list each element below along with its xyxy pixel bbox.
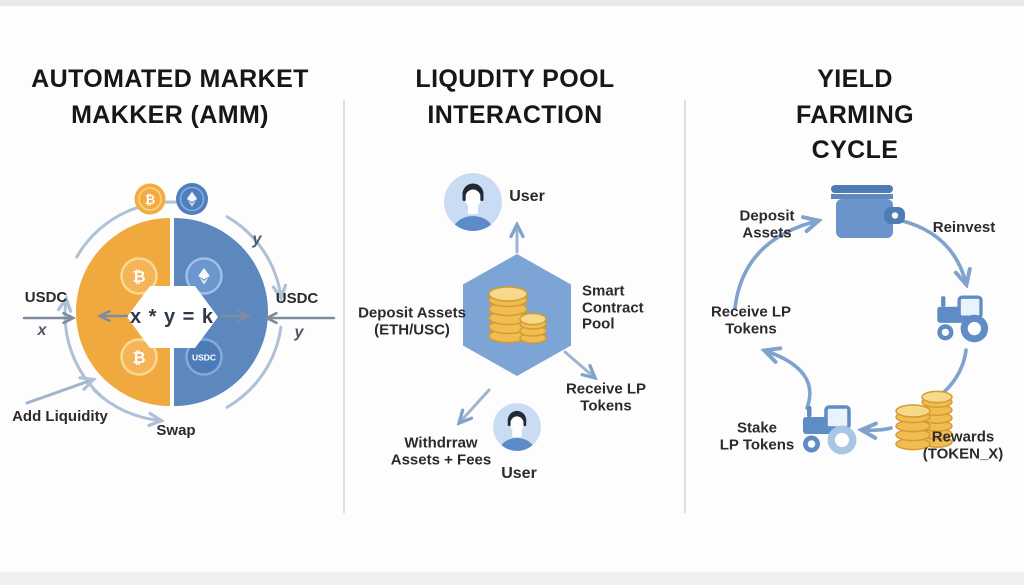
ethereum-icon <box>198 268 210 285</box>
usdc-left-label: USDC <box>24 288 68 306</box>
pool-flow-arrows <box>460 226 594 422</box>
swap-flow-arrows <box>22 316 336 318</box>
reinvest-arrow <box>897 218 966 283</box>
y-top-label: y <box>252 231 262 249</box>
panel-divider-1 <box>343 100 345 513</box>
wallet-icon <box>831 185 905 238</box>
yield-receive-lp-label: Receive LP Tokens <box>710 303 792 337</box>
yield-title: YIELD FARMING CYCLE <box>795 65 915 164</box>
bitcoin-icon: ₿ <box>132 267 145 286</box>
panel-divider-2 <box>684 100 686 513</box>
receive-lp-arrow <box>563 350 594 377</box>
bitcoin-badge-bottom: ₿ <box>120 338 158 376</box>
withdraw-arrow <box>460 388 491 422</box>
ethereum-badge <box>185 257 223 295</box>
receive-lp-label: Receive LP Tokens <box>565 380 647 414</box>
top-edge-strip <box>0 0 1024 6</box>
pool-title: LIQUDITY POOL INTERACTION <box>415 65 615 129</box>
x-label: x <box>37 322 47 340</box>
y-right-label: y <box>294 324 304 342</box>
user-icon <box>498 410 536 451</box>
usdc-badge: USDC <box>185 338 223 376</box>
add-liquidity-arrow <box>25 380 92 405</box>
user-icon <box>452 183 494 231</box>
stake-to-receive-arrow <box>766 351 812 410</box>
deposit-to-wallet-arrow <box>733 221 817 310</box>
tractor-icon <box>937 295 989 343</box>
bottom-edge-strip <box>0 572 1024 585</box>
usdc-coin-label: USDC <box>192 353 216 363</box>
user-top-label: User <box>509 188 545 206</box>
user-avatar <box>493 403 541 451</box>
stake-lp-label: Stake LP Tokens <box>719 419 795 453</box>
amm-title: AUTOMATED MARKET MAKKER (AMM) <box>31 65 309 129</box>
bitcoin-coin: ₿ <box>134 183 166 215</box>
add-liquidity-label: Add Liquidity <box>12 407 108 425</box>
swap-label: Swap <box>156 421 196 439</box>
arc-right-lower <box>225 325 283 409</box>
withdraw-label: Withdrraw Assets + Fees <box>390 434 492 468</box>
smart-contract-pool-label: Smart Contract Pool <box>582 282 644 333</box>
user-bottom-label: User <box>501 465 537 483</box>
arc-right-arrow <box>225 215 281 297</box>
ethereum-icon <box>186 191 198 207</box>
rewards-coin-stack-icon <box>895 390 953 451</box>
rewards-curve <box>940 348 968 396</box>
bitcoin-badge-top: ₿ <box>120 257 158 295</box>
tractor-icon <box>803 405 857 455</box>
amm-formula: x * y = k <box>129 306 215 328</box>
rewards-label: Rewards (TOKEN_X) <box>922 428 1004 462</box>
bitcoin-icon: ₿ <box>132 348 145 367</box>
formula-hexagon <box>127 286 218 348</box>
user-avatar <box>444 173 502 231</box>
bitcoin-icon: ₿ <box>145 193 156 208</box>
deposit-assets-label: Deposit Assets (ETH/USC) <box>358 304 466 338</box>
coin-stack-icon <box>488 286 547 344</box>
yield-diagram <box>733 185 989 455</box>
usdc-right-label: USDC <box>275 289 319 307</box>
yield-cycle-arrows <box>733 218 968 430</box>
yield-deposit-label: Deposit Assets <box>739 207 795 241</box>
reinvest-label: Reinvest <box>932 218 996 236</box>
amm-diagram: ₿ ₿ USDC ₿ <box>22 183 336 585</box>
ethereum-coin <box>176 183 208 215</box>
rewards-to-stake-arrow <box>863 428 893 430</box>
pool-diagram <box>444 173 685 451</box>
